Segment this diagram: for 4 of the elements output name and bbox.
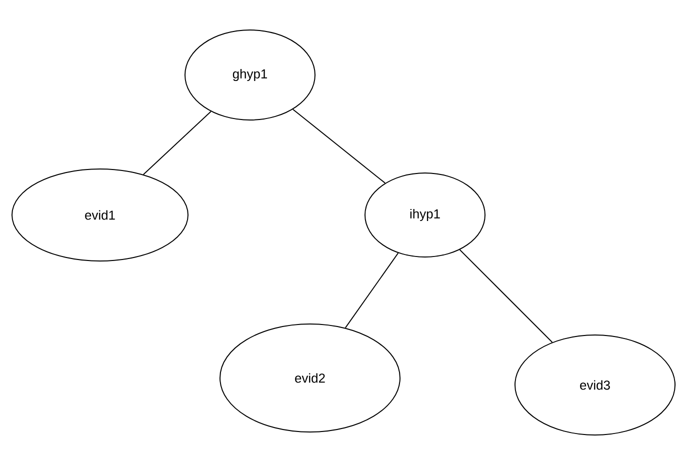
connector-line [142, 111, 212, 175]
connector-line [344, 252, 399, 328]
connector-line [292, 108, 386, 184]
connector-line [459, 249, 553, 343]
